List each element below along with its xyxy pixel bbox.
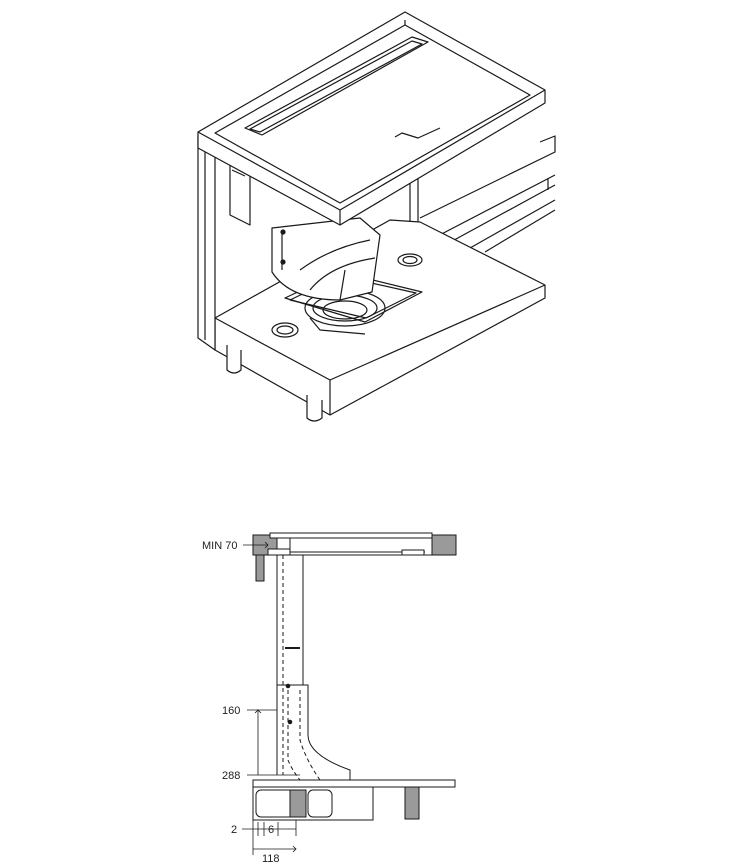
cable-hole-left (271, 322, 299, 338)
base-panel-section (252, 779, 456, 788)
dim-118: 118 (262, 853, 280, 865)
cable-hole-right-inner (402, 255, 418, 265)
hob-glass-top (214, 20, 531, 204)
hob-vent-slot (244, 36, 429, 136)
isometric-view (197, 11, 556, 422)
plinth-unit-section (252, 786, 374, 821)
hob-control-notch (394, 127, 441, 139)
cabinet-feet (226, 345, 323, 422)
dim-2: 2 (231, 824, 237, 836)
dimension-lines (242, 541, 300, 855)
dim-6: 6 (268, 824, 274, 836)
section-view: MIN 70 160 288 2 6 118 (202, 532, 457, 865)
worktop-right-section (431, 534, 457, 556)
cabinet-stub (255, 554, 265, 582)
foot-section (404, 786, 420, 820)
dim-288: 288 (222, 770, 240, 782)
telescopic-duct (271, 217, 381, 301)
dim-min-70: MIN 70 (202, 540, 237, 552)
hob-body-section (267, 532, 433, 556)
cabinet-frame (197, 134, 419, 351)
duct-section (276, 555, 351, 781)
dim-160: 160 (222, 705, 240, 717)
cable-hole-left-inner (276, 325, 294, 335)
cable-hole-right (397, 253, 423, 267)
cabinet-runners (419, 135, 556, 253)
